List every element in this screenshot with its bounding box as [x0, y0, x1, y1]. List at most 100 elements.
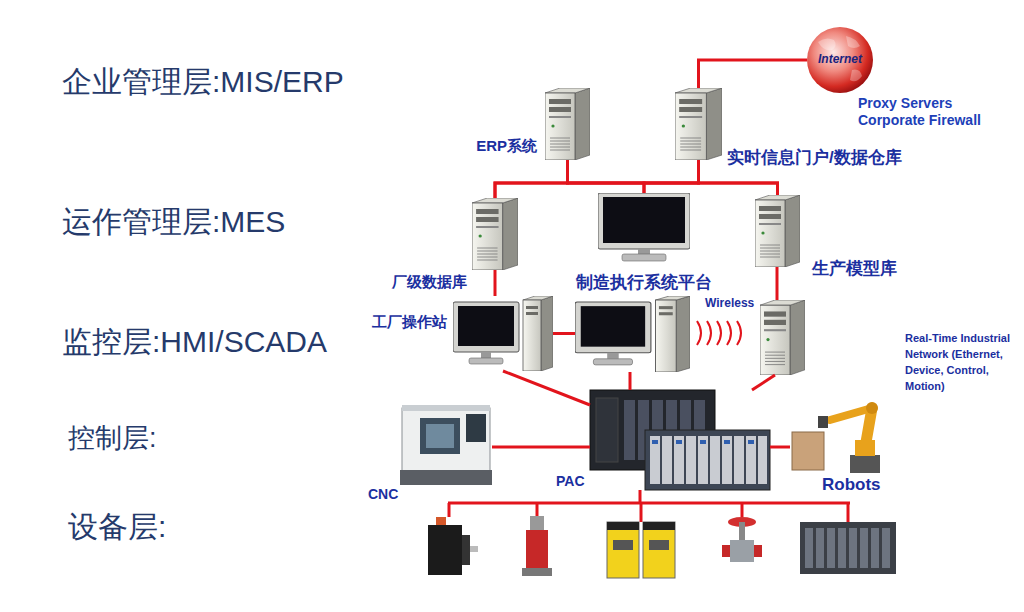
network-wire — [448, 502, 850, 505]
pac-rack — [748, 440, 754, 444]
pac-rack — [590, 390, 770, 490]
wireless-waves — [737, 321, 741, 345]
globe-icon — [807, 27, 873, 93]
robot-icon: Robots — [790, 395, 890, 475]
cnc-machine — [420, 418, 460, 454]
field-devices — [436, 517, 446, 525]
network-wire — [448, 503, 451, 517]
pac-rack — [596, 398, 618, 462]
network-wire — [847, 503, 850, 522]
field-devices — [522, 568, 552, 576]
node-label: ERP系统 — [476, 137, 537, 155]
erp-server — [545, 88, 590, 160]
node-label: CNC — [368, 486, 398, 503]
field-devices — [613, 540, 633, 550]
field-devices — [428, 516, 896, 578]
node-label: Robots — [822, 475, 881, 495]
network-link — [494, 270, 497, 296]
network-wire — [776, 267, 779, 300]
pac-rack — [686, 436, 696, 484]
field-devices — [526, 530, 548, 572]
network-link — [644, 160, 699, 193]
robot-arm — [865, 408, 872, 448]
network-note: Real-Time Industrial Network (Ethernet, … — [905, 330, 1015, 394]
network-wire — [536, 503, 539, 516]
wireless-waves — [697, 321, 701, 345]
network-wire — [639, 490, 642, 503]
field-devices — [649, 540, 669, 550]
pac-rack — [624, 400, 635, 460]
layer-label: 运作管理层:MES — [62, 205, 285, 240]
node-label: 生产模型库 — [812, 259, 897, 279]
database-server — [472, 198, 518, 270]
field-devices — [882, 528, 890, 568]
layer-label: 设备层: — [68, 510, 166, 545]
server-icon: ERP系统 — [545, 88, 590, 160]
pac-rack — [698, 436, 708, 484]
field-devices — [607, 522, 639, 578]
node-label: 制造执行系统平台 — [576, 273, 712, 293]
network-link — [503, 371, 590, 405]
node-label: 实时信息门户/数据仓库 — [727, 148, 902, 168]
cnc-machine — [466, 414, 486, 442]
robot-arm — [866, 402, 878, 414]
workstation-icon: Wireless — [575, 296, 690, 372]
field-devices — [816, 528, 824, 568]
cnc-machine — [400, 405, 492, 485]
globe-icon — [807, 27, 873, 93]
network-wire — [640, 503, 643, 522]
robot-arm — [792, 402, 880, 473]
operator-pc — [453, 296, 553, 371]
field-devices — [849, 528, 857, 568]
network-wire — [741, 503, 744, 517]
field-devices — [462, 535, 470, 565]
pac-rack — [746, 436, 756, 484]
network-link — [770, 446, 790, 449]
network-wire — [752, 375, 775, 390]
scada-pc — [575, 296, 690, 372]
cnc-icon: CNC — [400, 405, 492, 485]
network-wire — [448, 267, 850, 522]
field-devices — [643, 522, 675, 530]
monitor-icon: 制造执行系统平台 — [598, 193, 690, 262]
model-server — [755, 195, 800, 267]
pac-rack — [645, 430, 770, 490]
pac-rack — [674, 436, 684, 484]
field-devices — [827, 528, 835, 568]
cnc-machine — [400, 470, 492, 485]
field-devices — [860, 528, 868, 568]
layer-label: 监控层:HMI/SCADA — [62, 325, 327, 360]
pac-rack — [724, 440, 730, 444]
mes-monitor — [598, 193, 690, 261]
network-link — [492, 446, 590, 449]
field-devices — [730, 540, 754, 562]
internet-globe: InternetProxy Servers Corporate Firewall — [807, 27, 873, 93]
network-link — [495, 160, 699, 198]
node-label: 工厂操作站 — [372, 313, 447, 331]
network-link — [629, 372, 632, 390]
node-label: PAC — [556, 473, 585, 490]
field-devices — [428, 525, 462, 575]
field-devices — [739, 522, 745, 540]
pac-rack — [652, 440, 754, 444]
node-note: Proxy Servers Corporate Firewall — [858, 95, 1008, 129]
robot-arm — [818, 416, 828, 428]
field-devices — [470, 546, 478, 552]
network-link — [699, 60, 808, 88]
layer-label: 企业管理层:MIS/ERP — [62, 65, 344, 100]
pac-rack — [710, 436, 720, 484]
wireless-waves — [717, 321, 721, 345]
layer-label: 控制层: — [68, 423, 157, 454]
globe-icon — [818, 36, 862, 81]
robot-arm — [850, 455, 880, 473]
field-devices — [838, 528, 846, 568]
server-icon: 实时信息门户/数据仓库 — [675, 88, 722, 160]
field-devices — [871, 528, 879, 568]
field-devices — [607, 522, 639, 530]
cnc-machine — [426, 424, 454, 448]
field-devices — [722, 545, 730, 557]
field-devices — [800, 522, 896, 574]
network-link — [568, 160, 645, 193]
node-label: Wireless — [705, 296, 754, 310]
pac-rack — [650, 436, 660, 484]
